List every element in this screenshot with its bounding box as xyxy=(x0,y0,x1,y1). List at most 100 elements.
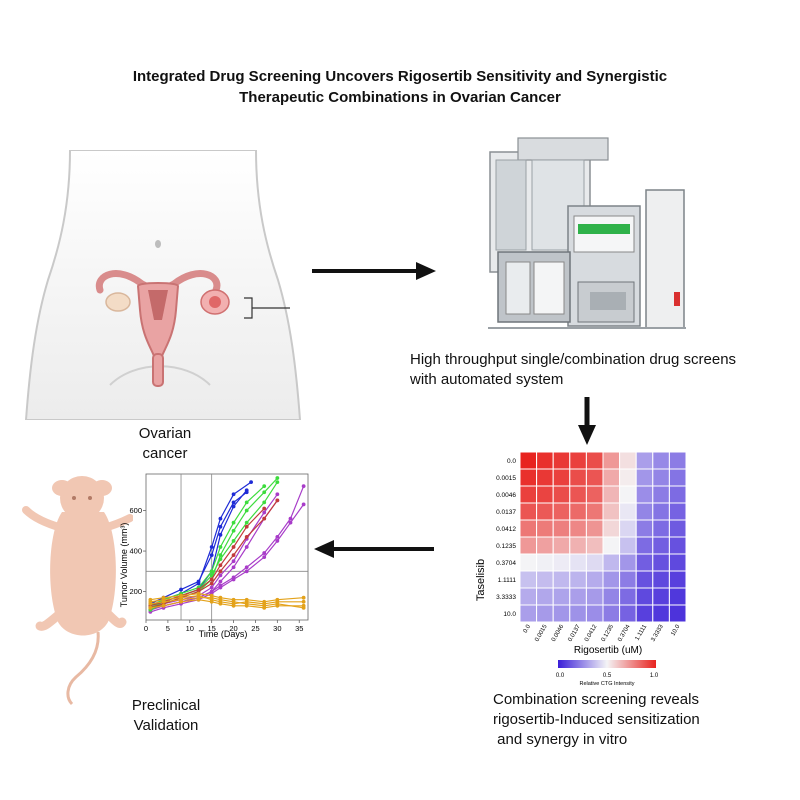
navel xyxy=(155,240,161,248)
heatmap-row-label: 0.0046 xyxy=(496,492,516,499)
heatmap-col-label: 1.1111 xyxy=(635,623,649,641)
mouse-illustration xyxy=(22,476,133,706)
series-point-10 xyxy=(244,534,249,539)
heatmap-cell-4-7 xyxy=(635,519,654,538)
series-point-10 xyxy=(209,581,214,586)
heatmap-cell-1-6 xyxy=(619,468,637,487)
chart-xlabel: Time (Days) xyxy=(199,629,248,639)
series-point-4 xyxy=(209,585,214,590)
series-point-15 xyxy=(196,591,201,596)
series-point-7 xyxy=(262,490,267,495)
heatmap-cell-2-3 xyxy=(569,485,587,504)
series-point-9 xyxy=(262,484,267,489)
heatmap-cell-1-3 xyxy=(569,468,587,487)
heatmap-cell-4-5 xyxy=(602,519,621,538)
heatmap-cell-6-7 xyxy=(635,553,654,572)
x-tick-label: 0 xyxy=(144,624,148,633)
heatmap-row-labels: 0.00.00150.00460.01370.04120.12350.37041… xyxy=(496,458,516,618)
series-point-14 xyxy=(209,599,214,604)
series-point-6 xyxy=(275,534,280,539)
heatmap-cell-7-9 xyxy=(668,570,687,589)
series-point-3 xyxy=(218,579,223,584)
heatmap-cell-5-9 xyxy=(668,536,687,555)
caption-ovarian-line-2: cancer xyxy=(142,445,188,462)
series-point-14 xyxy=(244,603,249,608)
heatmap-cell-9-5 xyxy=(602,604,621,623)
series-point-10 xyxy=(218,569,223,574)
series-point-8 xyxy=(262,500,267,505)
heatmap-cell-9-9 xyxy=(668,604,687,623)
heatmap-col-label: 0.0 xyxy=(523,623,533,634)
heatmap-cell-0-5 xyxy=(602,451,621,470)
heatmap-cell-3-0 xyxy=(519,502,538,521)
heatmap-row-label: 0.0 xyxy=(507,458,516,465)
heatmap-cell-2-6 xyxy=(619,485,637,504)
heatmap-cell-9-8 xyxy=(652,604,670,623)
y-tick-label: 200 xyxy=(129,587,142,596)
heatmap-row-label: 3.3333 xyxy=(496,594,516,601)
series-point-13 xyxy=(161,599,166,604)
heatmap-cell-8-0 xyxy=(519,587,538,606)
series-point-4 xyxy=(275,492,280,497)
series-point-3 xyxy=(244,545,249,549)
heatmap-cell-5-4 xyxy=(585,536,604,555)
series-point-9 xyxy=(218,545,223,549)
series-point-2 xyxy=(218,524,223,529)
series-point-9 xyxy=(244,500,249,505)
colorbar-max: 1.0 xyxy=(650,673,659,679)
heatmap-cell-3-4 xyxy=(585,502,604,521)
x-tick-label: 20 xyxy=(229,624,237,633)
heatmap-cell-6-0 xyxy=(519,553,538,572)
heatmap-cell-9-4 xyxy=(585,604,604,623)
series-point-10 xyxy=(231,553,236,558)
heatmap-cell-1-4 xyxy=(585,468,604,487)
series-point-11 xyxy=(262,506,267,511)
heatmap-chart: 0.00.00150.00460.01370.04120.12350.37041… xyxy=(475,451,687,687)
heatmap-cell-8-8 xyxy=(652,587,670,606)
heatmap-cell-2-7 xyxy=(635,485,654,504)
series-line-5 xyxy=(150,504,305,613)
heatmap-cell-3-8 xyxy=(652,502,670,521)
heatmap-cell-3-5 xyxy=(602,502,621,521)
heatmap-cell-5-6 xyxy=(619,536,637,555)
heatmap-cell-0-1 xyxy=(536,451,554,470)
series-point-5 xyxy=(288,520,293,525)
heatmap-cell-6-2 xyxy=(552,553,571,572)
heatmap-cell-3-9 xyxy=(668,502,687,521)
series-point-11 xyxy=(196,587,201,592)
heatmap-cell-8-9 xyxy=(668,587,687,606)
heatmap-cell-5-1 xyxy=(536,536,554,555)
series-point-5 xyxy=(301,502,306,507)
heatmap-cells xyxy=(519,451,687,623)
arrow-right xyxy=(312,262,436,280)
series-point-0 xyxy=(209,545,214,549)
series-line-2 xyxy=(150,491,248,605)
y-tick-label: 600 xyxy=(129,506,142,515)
heatmap-cell-0-0 xyxy=(519,451,538,470)
heatmap-cell-0-8 xyxy=(652,451,670,470)
series-point-15 xyxy=(148,597,153,602)
heatmap-cell-7-2 xyxy=(552,570,571,589)
plot-area xyxy=(145,473,309,621)
series-point-11 xyxy=(244,524,249,529)
heatmap-cell-8-5 xyxy=(602,587,621,606)
heatmap-cell-1-2 xyxy=(552,468,571,487)
heatmap-cell-7-1 xyxy=(536,570,554,589)
title-line-2: Therapeutic Combinations in Ovarian Canc… xyxy=(239,89,561,106)
heatmap-cell-4-6 xyxy=(619,519,637,538)
series-point-1 xyxy=(231,504,236,509)
heatmap-col-label: 3.3333 xyxy=(650,623,665,642)
heatmap-cell-9-0 xyxy=(519,604,538,623)
heatmap-cell-0-6 xyxy=(619,451,637,470)
colorbar-min: 0.0 xyxy=(556,673,565,679)
heatmap-row-label: 1.1111 xyxy=(498,577,517,584)
heatmap-cell-9-6 xyxy=(619,604,637,623)
heatmap-cell-3-1 xyxy=(536,502,554,521)
heatmap-col-label: 0.0137 xyxy=(567,623,582,642)
heatmap-cell-2-8 xyxy=(652,485,670,504)
heatmap-cell-1-8 xyxy=(652,468,670,487)
caption-preclinical: Preclinical Validation xyxy=(116,696,216,736)
heatmap-cell-7-4 xyxy=(585,570,604,589)
heatmap-cell-9-2 xyxy=(552,604,571,623)
